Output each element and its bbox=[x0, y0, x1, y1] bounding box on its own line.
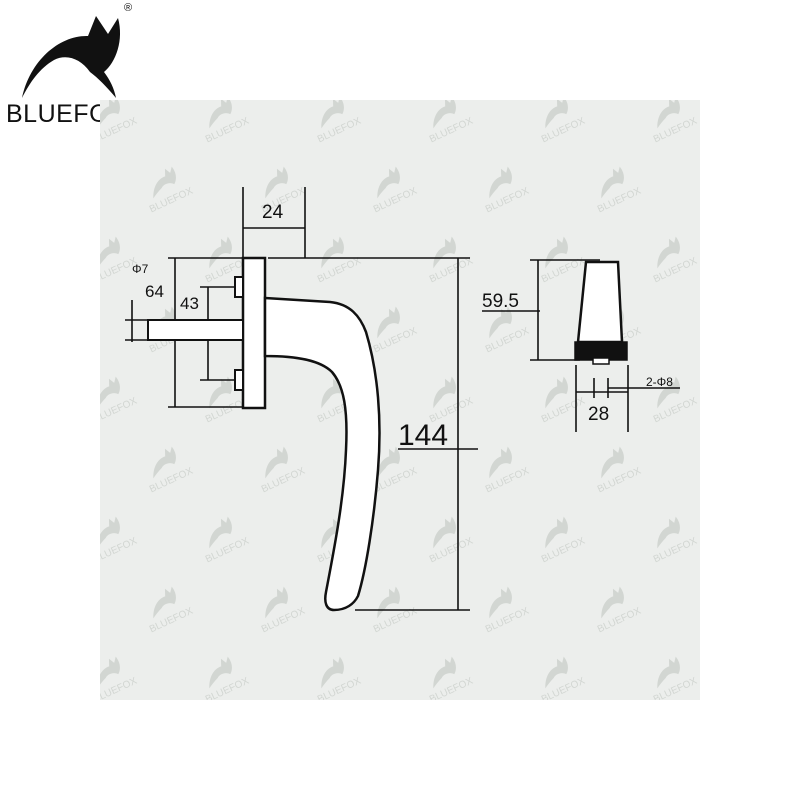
fox-head-icon bbox=[489, 586, 512, 619]
fox-head-icon bbox=[377, 166, 400, 199]
fox-head-icon bbox=[153, 166, 176, 199]
screw-boss bbox=[234, 276, 244, 298]
fox-head-icon bbox=[100, 100, 120, 129]
base-plate bbox=[241, 256, 267, 410]
fox-head-icon bbox=[489, 306, 512, 339]
fox-head-icon bbox=[321, 100, 344, 129]
fox-head-icon bbox=[433, 100, 456, 129]
fox-head-icon bbox=[657, 376, 680, 409]
handle-lever bbox=[263, 296, 381, 612]
fox-head-icon bbox=[265, 446, 288, 479]
label-59-5: 59.5 bbox=[482, 291, 519, 312]
side-grip bbox=[576, 260, 624, 344]
fox-head-icon bbox=[209, 376, 232, 409]
fox-head-icon bbox=[489, 166, 512, 199]
fox-head-icon bbox=[657, 656, 680, 689]
fox-head-icon bbox=[489, 446, 512, 479]
label-43: 43 bbox=[180, 294, 199, 313]
fox-head-icon bbox=[601, 446, 624, 479]
fox-head-icon bbox=[545, 516, 568, 549]
fox-head-icon bbox=[433, 376, 456, 409]
fox-head-icon bbox=[657, 236, 680, 269]
fox-head-icon bbox=[321, 656, 344, 689]
fox-head-icon bbox=[545, 656, 568, 689]
fox-head-icon bbox=[209, 656, 232, 689]
label-64: 64 bbox=[145, 282, 164, 301]
fox-head-icon bbox=[100, 236, 120, 269]
fox-head-icon bbox=[22, 16, 121, 98]
fox-head-icon bbox=[377, 306, 400, 339]
fox-head-icon bbox=[657, 100, 680, 129]
fox-head-icon bbox=[545, 100, 568, 129]
fox-head-icon bbox=[209, 100, 232, 129]
fox-head-icon bbox=[601, 586, 624, 619]
spindle bbox=[147, 319, 244, 341]
fox-head-icon bbox=[433, 236, 456, 269]
side-base-notch bbox=[592, 357, 610, 365]
fox-head-icon bbox=[153, 586, 176, 619]
registered-mark: ® bbox=[124, 2, 133, 14]
label-2-phi8: 2-Φ8 bbox=[646, 375, 673, 389]
fox-head-icon bbox=[209, 236, 232, 269]
label-24: 24 bbox=[262, 202, 284, 223]
fox-head-icon bbox=[265, 586, 288, 619]
label-28: 28 bbox=[588, 404, 609, 425]
fox-head-icon bbox=[433, 656, 456, 689]
fox-head-icon bbox=[100, 516, 120, 549]
fox-head-icon bbox=[265, 166, 288, 199]
fox-head-icon bbox=[601, 166, 624, 199]
screw-boss bbox=[234, 369, 244, 391]
fox-head-icon bbox=[321, 236, 344, 269]
fox-head-icon bbox=[209, 516, 232, 549]
label-phi7: Φ7 bbox=[132, 262, 149, 276]
fox-head-icon bbox=[100, 656, 120, 689]
fox-head-icon bbox=[100, 376, 120, 409]
fox-head-icon bbox=[377, 446, 400, 479]
label-144: 144 bbox=[398, 419, 448, 452]
fox-head-icon bbox=[433, 516, 456, 549]
fox-head-icon bbox=[545, 376, 568, 409]
fox-head-icon bbox=[153, 446, 176, 479]
fox-head-icon bbox=[657, 516, 680, 549]
